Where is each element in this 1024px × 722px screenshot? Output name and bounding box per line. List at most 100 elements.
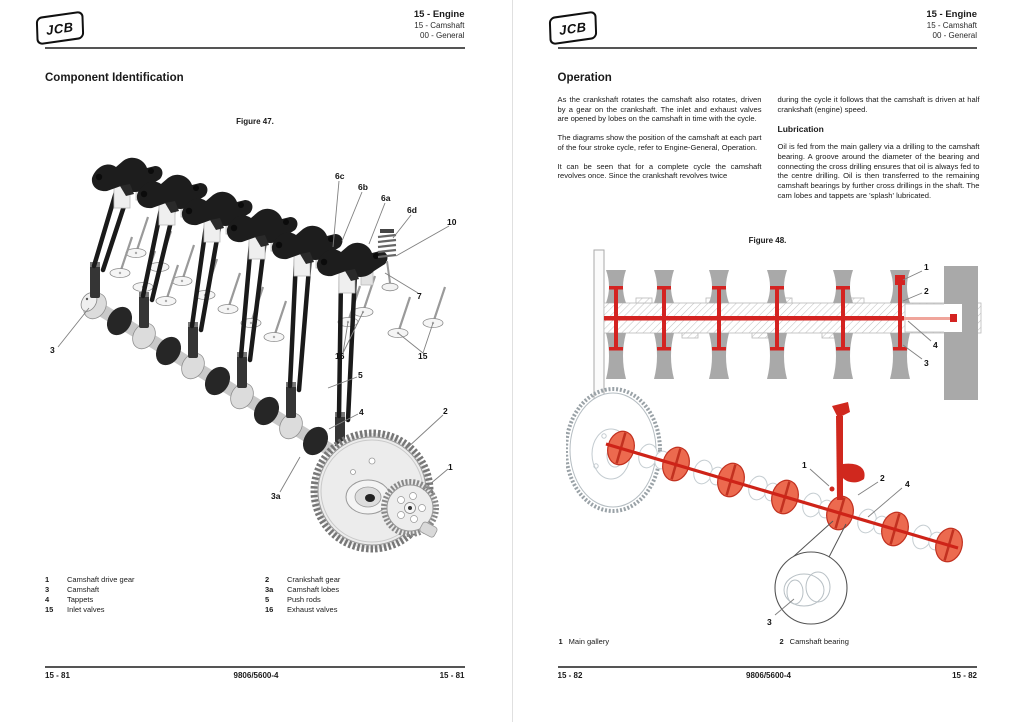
figure-48-legend-item: 2 Camshaft bearing	[780, 637, 849, 646]
callout-label: 4	[933, 340, 938, 350]
paragraph: As the crankshaft rotates the camshaft a…	[557, 95, 762, 124]
legend-label: Camshaft drive gear	[67, 575, 135, 584]
oil-gallery-red	[603, 275, 957, 351]
jcb-logo-text: JCB	[558, 18, 587, 38]
header-section: 15 - Engine	[926, 9, 977, 20]
callout-label: 4	[359, 407, 364, 417]
callout-label: 10	[447, 217, 457, 227]
lubrication-heading: Lubrication	[777, 124, 824, 135]
legend-row: 5 Push rods	[265, 595, 475, 605]
oil-feed-drilling	[829, 402, 865, 500]
legend-num: 1	[558, 637, 563, 646]
page-left: JCB 15 - Engine 15 - Camshaft 00 - Gener…	[35, 9, 475, 680]
footer-rule	[557, 666, 977, 668]
figure-47-callouts: 6c 6b 6a 6d 10 7 16 15 5 4 3a 2 1 3	[50, 171, 457, 501]
jcb-logo-text: JCB	[45, 18, 75, 38]
footer-rule	[45, 666, 465, 668]
camshaft	[80, 292, 349, 465]
legend-row: 1 Camshaft drive gear	[45, 575, 255, 585]
legend-label: Push rods	[287, 595, 321, 604]
legend-label: Camshaft lobes	[287, 585, 340, 594]
callout-label: 4	[905, 479, 910, 489]
legend-num: 4	[45, 595, 50, 604]
valve-spring-unit	[377, 229, 399, 292]
footer-page-left: 15 - 82	[557, 671, 583, 680]
callout-label: 6c	[335, 171, 345, 181]
figure-48-caption: Figure 48.	[748, 236, 787, 245]
page-right: JCB 15 - Engine 15 - Camshaft 00 - Gener…	[511, 0, 1024, 722]
figure-48-bottom-leaders	[774, 468, 902, 616]
page-title: Component Identification	[45, 72, 184, 84]
figure-48-top-leaders	[902, 270, 931, 360]
jcb-logo: JCB	[35, 10, 85, 46]
footer-page-right: 15 - 81	[439, 671, 465, 680]
main-gallery-line	[605, 442, 958, 550]
page-header: 15 - Engine 15 - Camshaft 00 - General	[413, 9, 465, 42]
figure-48-top-callouts: 1 2 4 3	[924, 262, 938, 368]
jcb-logo: JCB	[548, 10, 597, 46]
figure-47-illustration: 6c 6b 6a 6d 10 7 16 15 5 4 3a 2 1 3	[50, 157, 457, 553]
callout-label: 3a	[271, 491, 281, 501]
legend-num: 15	[45, 605, 54, 614]
callout-label: 1	[924, 262, 929, 272]
callout-label: 3	[924, 358, 929, 368]
figure-48-camshaft-diagram: 1 2 4 3	[565, 387, 963, 627]
legend-label: Exhaust valves	[287, 605, 338, 614]
header-section: 15 - Engine	[413, 9, 465, 20]
legend-row: 4 Tappets	[45, 595, 255, 605]
legend-row: 3a Camshaft lobes	[265, 585, 475, 595]
callout-label: 3	[767, 617, 772, 627]
header-subsection: 15 - Camshaft	[414, 20, 465, 30]
figure-48-legend-item: 1 Main gallery	[559, 637, 610, 646]
footer-page-left: 15 - 81	[45, 671, 70, 680]
paragraph: It can be seen that for a complete cycle…	[557, 161, 762, 181]
paragraph: The diagrams show the position of the ca…	[557, 133, 762, 152]
header-group: 00 - General	[420, 31, 465, 40]
push-rods-group	[91, 185, 358, 423]
figure-48-bottom-callouts: 1 2 4 3	[767, 460, 910, 627]
page-title: Operation	[557, 72, 612, 84]
legend-row: 15 Inlet valves	[45, 605, 255, 615]
header-group: 00 - General	[932, 31, 977, 40]
paragraph: Oil is fed from the main gallery via a d…	[777, 142, 980, 200]
callout-label: 7	[417, 291, 422, 301]
callout-label: 6d	[407, 205, 417, 215]
header-rule	[557, 47, 977, 49]
legend-label: Camshaft bearing	[789, 637, 849, 646]
callout-label: 2	[880, 473, 885, 483]
paragraph: during the cycle it follows that the cam…	[777, 95, 980, 114]
footer-page-right: 15 - 82	[952, 671, 977, 680]
header-rule	[45, 47, 465, 49]
legend-num: 3a	[265, 585, 274, 594]
callout-label: 1	[448, 462, 453, 472]
footer-doc-number: 9806/5600-4	[746, 671, 791, 680]
legend-row: 2 Crankshaft gear	[265, 575, 475, 585]
figure-47-legend-col2: 2 Crankshaft gear 3a Camshaft lobes 5 Push …	[265, 575, 475, 615]
body-column-1: As the crankshaft rotates the camshaft a…	[558, 95, 762, 190]
legend-num: 5	[265, 595, 270, 604]
legend-num: 1	[45, 575, 50, 584]
callout-label: 6b	[358, 182, 368, 192]
header-subsection: 15 - Camshaft	[926, 20, 977, 30]
footer-doc-number: 9806/5600-4	[233, 671, 279, 680]
legend-label: Main gallery	[568, 637, 610, 646]
figure-48-section-diagram: 1 2 4 3	[593, 249, 981, 401]
legend-num: 2	[779, 637, 784, 646]
legend-label: Tappets	[67, 595, 94, 604]
legend-num: 2	[265, 575, 270, 584]
legend-num: 16	[265, 605, 274, 614]
legend-label: Inlet valves	[67, 605, 105, 614]
legend-label: Camshaft	[67, 585, 100, 594]
callout-label: 6a	[381, 193, 391, 203]
callout-label: 1	[802, 460, 807, 470]
callout-label: 15	[418, 351, 428, 361]
callout-label: 16	[335, 351, 345, 361]
callout-label: 2	[443, 406, 448, 416]
figure-47-leader-lines	[57, 180, 450, 493]
legend-label: Crankshaft gear	[287, 575, 341, 584]
body-column-2: during the cycle it follows that the cam…	[778, 95, 980, 209]
page-header: 15 - Engine 15 - Camshaft 00 - General	[926, 9, 977, 42]
